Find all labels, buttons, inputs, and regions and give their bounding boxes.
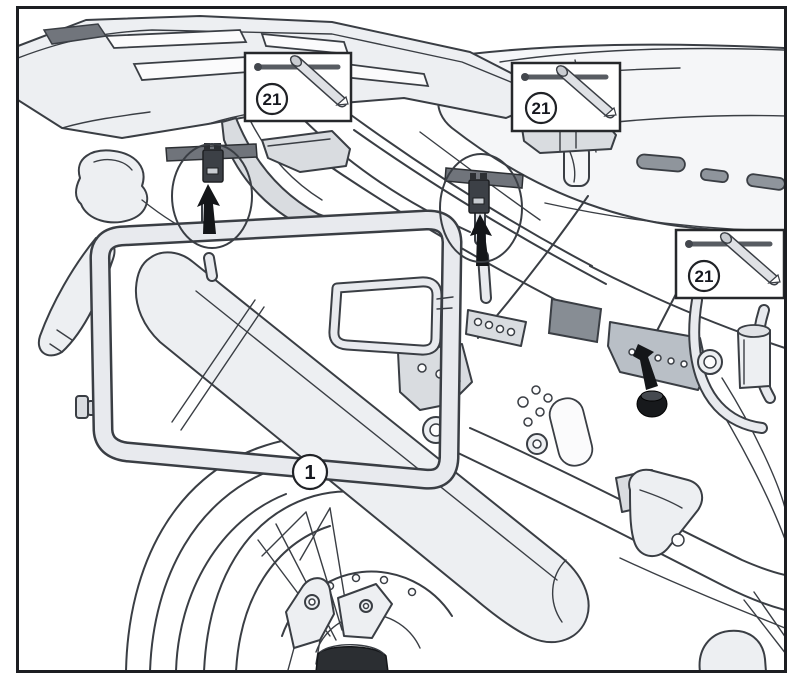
rack-part-number: 1 [304,462,315,484]
callout-part-number: 21 [263,90,282,109]
detail-ellipse [439,153,523,263]
swingarm-lines [455,377,784,670]
part-number-badge [524,91,558,125]
mount-point-left [165,143,258,249]
hub-sprocket [315,646,389,670]
screw-callout-top-left: 21 [243,51,353,123]
drawing-frame-border [16,6,787,673]
screw-callout-right: 21 [674,228,784,300]
mount-block [468,179,490,214]
frame-plates [397,297,603,467]
footpeg-assembly [607,291,776,557]
hanger-cylinder [737,329,771,389]
rear-wheel [125,433,453,670]
screw-callout-top-center: 21 [510,61,622,133]
side-case-rack-frame: 1 [89,209,463,491]
mount-block [202,149,224,183]
exhaust-muffler [134,251,590,643]
detail-ellipse [171,143,253,249]
callout-part-number: 21 [695,267,714,286]
bolt-arrow-icon [633,344,658,390]
fender-arc [175,493,287,670]
part-number-badge [255,82,289,116]
up-arrow-icon [197,184,220,234]
folded-footpeg [628,468,704,557]
mount-point-right [439,153,524,266]
callout-part-number: 21 [532,99,551,118]
part-number-badge [687,259,721,293]
seat-pad [636,153,686,173]
seat-pad [746,173,784,191]
grip-pad [42,23,108,45]
plate-slot [104,29,248,49]
part-label-circle [291,453,329,491]
up-arrow-icon [470,214,492,266]
seat-pad [700,168,729,183]
rim-edge [235,525,331,670]
brake-caliper [285,577,335,649]
